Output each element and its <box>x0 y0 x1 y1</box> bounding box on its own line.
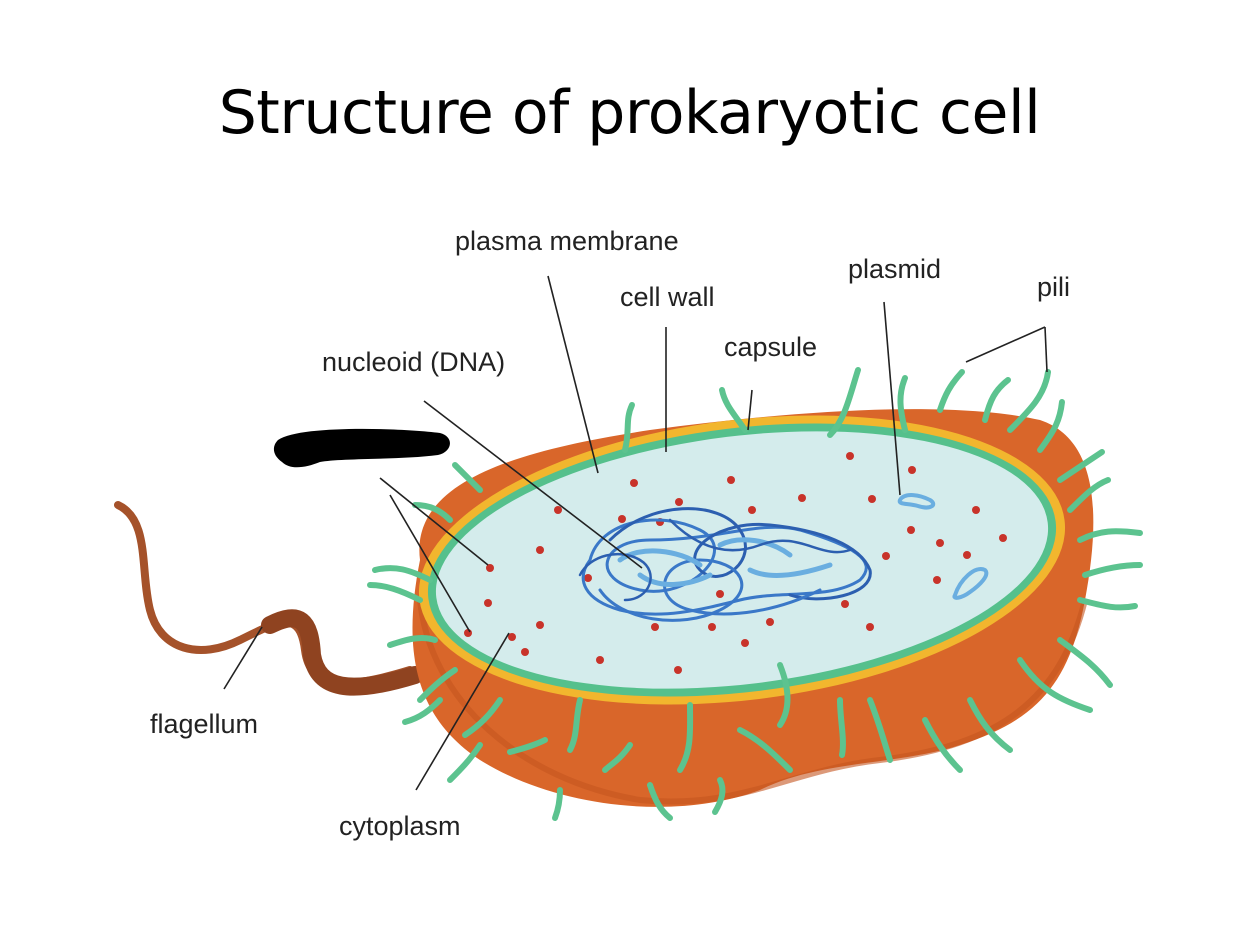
label-plasma-membrane: plasma membrane <box>455 226 679 256</box>
label-cytoplasm: cytoplasm <box>339 811 461 841</box>
pili <box>367 367 1143 821</box>
label-capsule: capsule <box>724 332 817 362</box>
page-title: Structure of prokaryotic cell <box>218 78 1041 148</box>
leader-lines <box>223 275 1048 791</box>
label-nucleoid: nucleoid (DNA) <box>322 347 505 377</box>
ribosomes <box>464 452 1007 674</box>
label-pili: pili <box>1037 272 1070 302</box>
label-plasmid: plasmid <box>848 254 941 284</box>
plasmids <box>897 493 989 600</box>
flagellum <box>114 501 414 688</box>
label-flagellum: flagellum <box>150 709 258 739</box>
label-cell-wall: cell wall <box>620 282 715 312</box>
nucleoid-dna <box>578 507 872 622</box>
redacted-label <box>273 428 450 468</box>
